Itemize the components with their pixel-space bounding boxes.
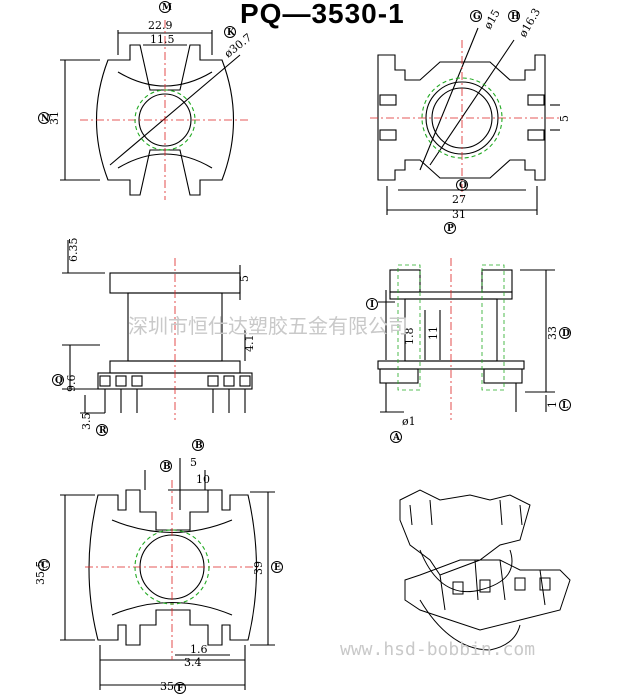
svg-text:B: B <box>163 462 171 472</box>
svg-text:I: I <box>370 300 374 310</box>
svg-text:F: F <box>177 684 184 694</box>
svg-text:L: L <box>562 401 569 411</box>
top-right-view <box>370 27 560 215</box>
dim-5-ml: 5 <box>238 275 251 282</box>
svg-text:R: R <box>99 426 107 436</box>
svg-text:E: E <box>274 563 281 573</box>
svg-text:O: O <box>459 181 467 191</box>
middle-left-view <box>62 240 253 420</box>
dim-10: 10 <box>196 473 210 486</box>
dim-22-9: 22.9 <box>148 19 173 32</box>
svg-text:N: N <box>41 114 49 124</box>
dim-1-mr: 1 <box>546 401 559 408</box>
dim-35: 35 <box>160 680 174 693</box>
svg-text:B: B <box>195 441 203 451</box>
dim-9-6: 9.6 <box>65 375 78 393</box>
dim-39: 39 <box>252 561 265 575</box>
svg-text:A: A <box>392 433 401 443</box>
isometric-view <box>399 489 571 651</box>
dim-5-tr: 5 <box>558 115 571 122</box>
dim-6-35: 6.35 <box>67 238 80 263</box>
watermark-company: 深圳市恒仕达塑胶五金有限公司 <box>128 314 408 338</box>
dim-1-6: 1.6 <box>190 643 208 656</box>
dim-11-5: 11.5 <box>150 33 175 46</box>
dim-4-1: 4.1 <box>243 335 256 353</box>
svg-text:P: P <box>447 224 454 234</box>
dim-31-tr: 31 <box>452 208 466 221</box>
drawing-title: PQ—3530-1 <box>240 0 405 29</box>
dim-35-5: 35.5 <box>34 561 47 586</box>
svg-text:M: M <box>162 3 172 13</box>
dim-27: 27 <box>452 193 466 206</box>
watermark-url: www.hsd-bobbin.com <box>340 639 535 660</box>
dim-3-4: 3.4 <box>184 656 202 669</box>
dim-5-bl: 5 <box>190 456 197 469</box>
dim-3-5: 3.5 <box>80 413 93 431</box>
svg-text:H: H <box>511 12 520 22</box>
dim-33: 33 <box>546 326 559 340</box>
svg-text:Q: Q <box>55 376 63 386</box>
svg-text:D: D <box>562 329 570 339</box>
svg-text:C: C <box>41 561 48 571</box>
dim-15: ø15 <box>481 7 503 31</box>
top-left-view <box>60 20 250 200</box>
dim-16-3: ø16.3 <box>516 6 543 39</box>
middle-right-view <box>377 258 555 420</box>
dim-phi-1: ø1 <box>402 415 416 428</box>
svg-text:G: G <box>473 12 481 22</box>
bottom-left-view <box>60 458 275 690</box>
dim-31: 31 <box>48 111 61 125</box>
dim-1-8: 1.8 <box>403 328 416 346</box>
dim-11: 11 <box>427 326 440 340</box>
svg-text:K: K <box>227 28 236 38</box>
